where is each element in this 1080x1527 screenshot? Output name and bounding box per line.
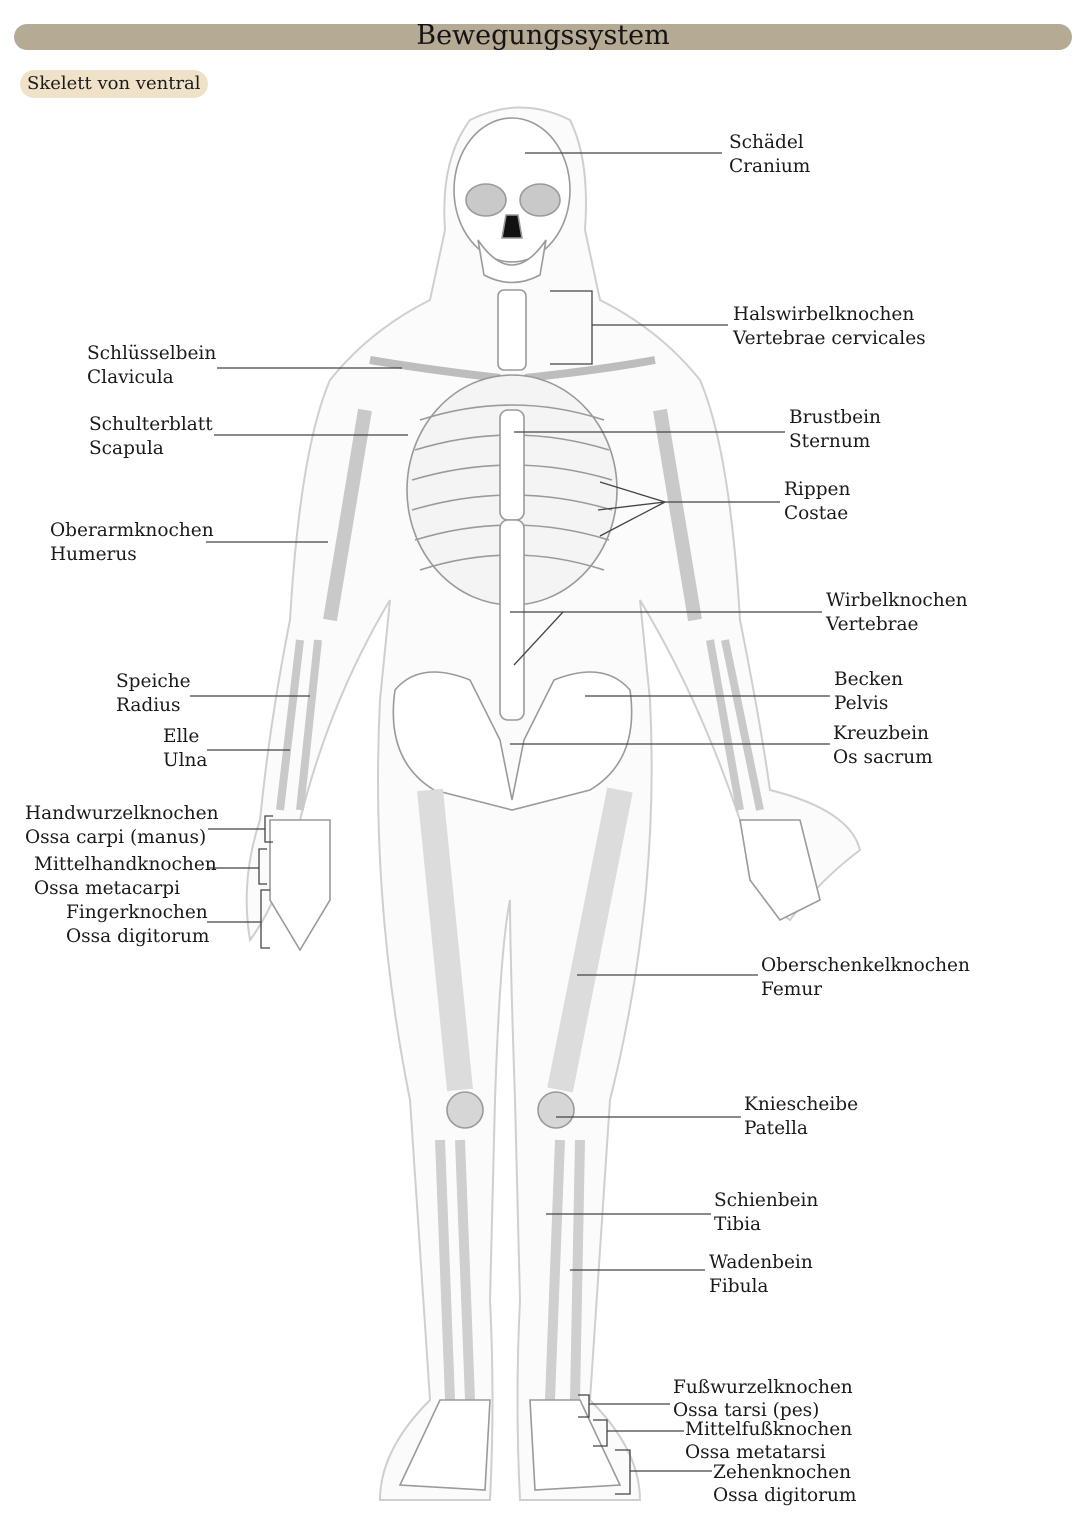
page-title: Bewegungssystem (416, 20, 670, 51)
section-subtitle: Skelett von ventral (20, 70, 208, 98)
title-bar: Bewegungssystem (14, 20, 1072, 51)
